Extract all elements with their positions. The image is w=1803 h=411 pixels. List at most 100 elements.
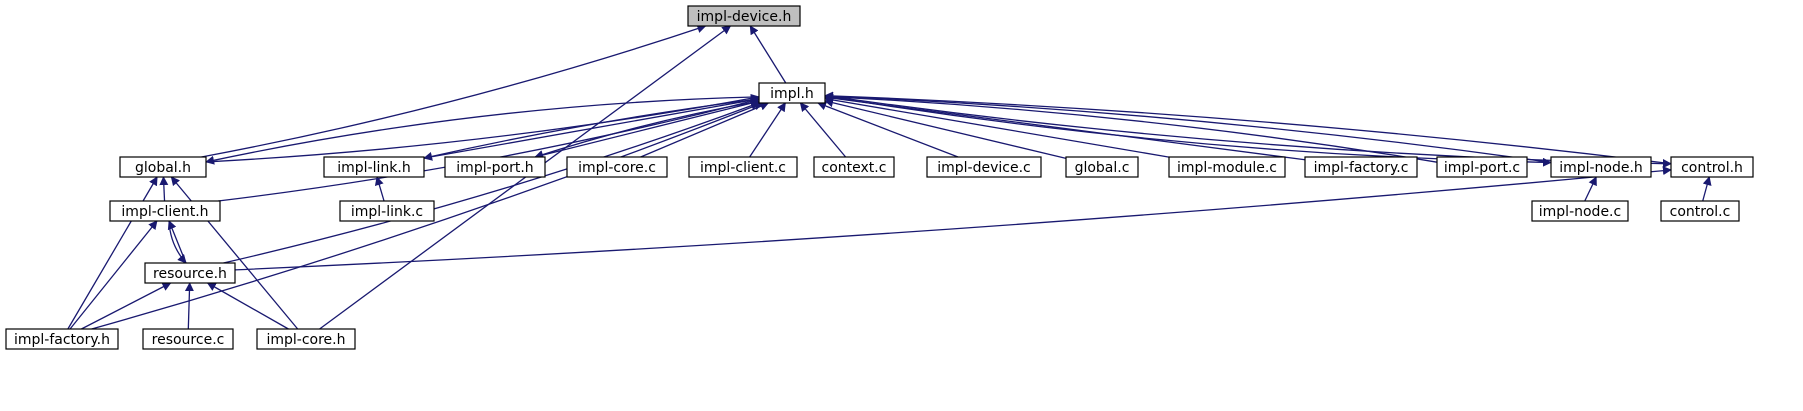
node-box <box>926 156 1042 178</box>
node-label: global.h <box>135 160 191 176</box>
node-box <box>1660 200 1740 222</box>
edge-impl-device-h-impl-h <box>749 25 787 84</box>
node-label: resource.c <box>152 332 225 348</box>
node-label: control.h <box>1681 160 1743 176</box>
node-label: impl-factory.c <box>1314 160 1409 176</box>
node-label: impl-link.c <box>351 204 423 220</box>
edge-impl-client-h-resource-h <box>167 220 187 264</box>
node-box <box>1436 156 1528 178</box>
node-impl-port-h[interactable]: impl-port.h <box>444 156 546 178</box>
node-label: control.c <box>1670 204 1731 220</box>
node-label: impl-link.h <box>337 160 410 176</box>
edge-impl-h-impl-client-c <box>749 102 786 158</box>
node-impl-link-h[interactable]: impl-link.h <box>323 156 425 178</box>
node-label: impl-device.h <box>697 9 792 25</box>
node-context-c[interactable]: context.c <box>813 156 895 178</box>
edge-impl-h-global-c <box>824 98 1067 160</box>
edge-impl-h-impl-node-h <box>824 91 1552 164</box>
edge-impl-h-impl-factory-h <box>91 101 764 330</box>
node-impl-module-c[interactable]: impl-module.c <box>1168 156 1286 178</box>
node-impl-client-c[interactable]: impl-client.c <box>688 156 798 178</box>
edge-resource-h-impl-core-h <box>206 282 289 330</box>
node-label: impl.h <box>770 86 814 102</box>
node-box <box>1550 156 1652 178</box>
node-box <box>813 156 895 178</box>
node-resource-h[interactable]: resource.h <box>144 262 236 284</box>
node-label: impl-client.c <box>700 160 786 176</box>
edge-global-h-impl-factory-h <box>67 176 158 330</box>
node-box <box>688 156 798 178</box>
node-control-h[interactable]: control.h <box>1670 156 1754 178</box>
edge-impl-h-resource-h <box>223 101 760 264</box>
node-label: resource.h <box>153 266 227 282</box>
node-control-c[interactable]: control.c <box>1660 200 1740 222</box>
node-box <box>119 156 207 178</box>
node-global-h[interactable]: global.h <box>119 156 207 178</box>
node-impl-device-c[interactable]: impl-device.c <box>926 156 1042 178</box>
node-resource-c[interactable]: resource.c <box>142 328 234 350</box>
edge-impl-port-h-impl-h <box>534 100 760 159</box>
node-box <box>758 82 826 104</box>
edge-global-h-impl-core-h <box>170 176 299 330</box>
node-label: impl-core.h <box>266 332 345 348</box>
edge-impl-h-impl-core-c <box>640 102 770 158</box>
node-label: impl-device.c <box>937 160 1031 176</box>
node-global-c[interactable]: global.c <box>1065 156 1139 178</box>
node-box <box>1304 156 1418 178</box>
node-box <box>1531 200 1629 222</box>
node-label: impl-port.c <box>1444 160 1520 176</box>
node-impl-factory-h[interactable]: impl-factory.h <box>5 328 119 350</box>
node-impl-node-c[interactable]: impl-node.c <box>1531 200 1629 222</box>
node-label: impl-node.h <box>1559 160 1643 176</box>
node-impl-factory-c[interactable]: impl-factory.c <box>1304 156 1418 178</box>
edge-impl-h-impl-module-c <box>824 95 1170 158</box>
edge-impl-h-control-h <box>824 91 1672 165</box>
node-box <box>256 328 356 350</box>
node-label: context.c <box>822 160 887 176</box>
node-box <box>1168 156 1286 178</box>
node-box <box>323 156 425 178</box>
edge-resource-h-impl-client-h <box>168 220 187 264</box>
edge-impl-h-impl-client-h <box>218 96 760 202</box>
edge-control-h-resource-h <box>234 166 1672 271</box>
node-label: impl-node.c <box>1539 204 1621 220</box>
node-label: impl-port.h <box>456 160 533 176</box>
edge-impl-h-impl-device-c <box>817 101 959 158</box>
edge-impl-client-h-impl-factory-h <box>69 220 158 330</box>
edge-impl-h-impl-port-c <box>824 92 1438 163</box>
node-impl-link-c[interactable]: impl-link.c <box>339 200 435 222</box>
node-label: impl-core.c <box>578 160 656 176</box>
edge-impl-device-h-global-h <box>201 24 707 158</box>
node-box <box>687 5 801 27</box>
node-box <box>444 156 546 178</box>
edge-impl-h-global-h <box>205 93 760 163</box>
edge-resource-h-impl-factory-h <box>81 282 172 330</box>
node-label: impl-module.c <box>1177 160 1277 176</box>
node-impl-node-h[interactable]: impl-node.h <box>1550 156 1652 178</box>
edge-impl-h-impl-port-h <box>534 98 760 158</box>
node-impl-core-h[interactable]: impl-core.h <box>256 328 356 350</box>
node-box <box>1670 156 1754 178</box>
node-impl-core-c[interactable]: impl-core.c <box>566 156 668 178</box>
node-impl-h[interactable]: impl.h <box>758 82 826 104</box>
node-box <box>5 328 119 350</box>
node-impl-client-h[interactable]: impl-client.h <box>109 200 221 222</box>
edge-resource-h-resource-c <box>184 282 194 330</box>
edge-control-h-impl-h <box>824 95 1672 169</box>
edge-impl-node-h-impl-node-c <box>1584 176 1597 202</box>
node-label: impl-client.h <box>121 204 208 220</box>
node-box <box>566 156 668 178</box>
edge-global-h-impl-client-h <box>159 176 169 202</box>
node-label: global.c <box>1075 160 1130 176</box>
node-box <box>144 262 236 284</box>
node-box <box>142 328 234 350</box>
node-impl-device-h[interactable]: impl-device.h <box>687 5 801 27</box>
node-box <box>109 200 221 222</box>
node-impl-port-c[interactable]: impl-port.c <box>1436 156 1528 178</box>
node-box <box>1065 156 1139 178</box>
edge-impl-link-h-impl-h <box>423 98 760 161</box>
node-label: impl-factory.h <box>14 332 110 348</box>
edge-impl-h-impl-link-h <box>423 95 760 159</box>
edge-impl-link-h-impl-link-c <box>374 176 385 202</box>
